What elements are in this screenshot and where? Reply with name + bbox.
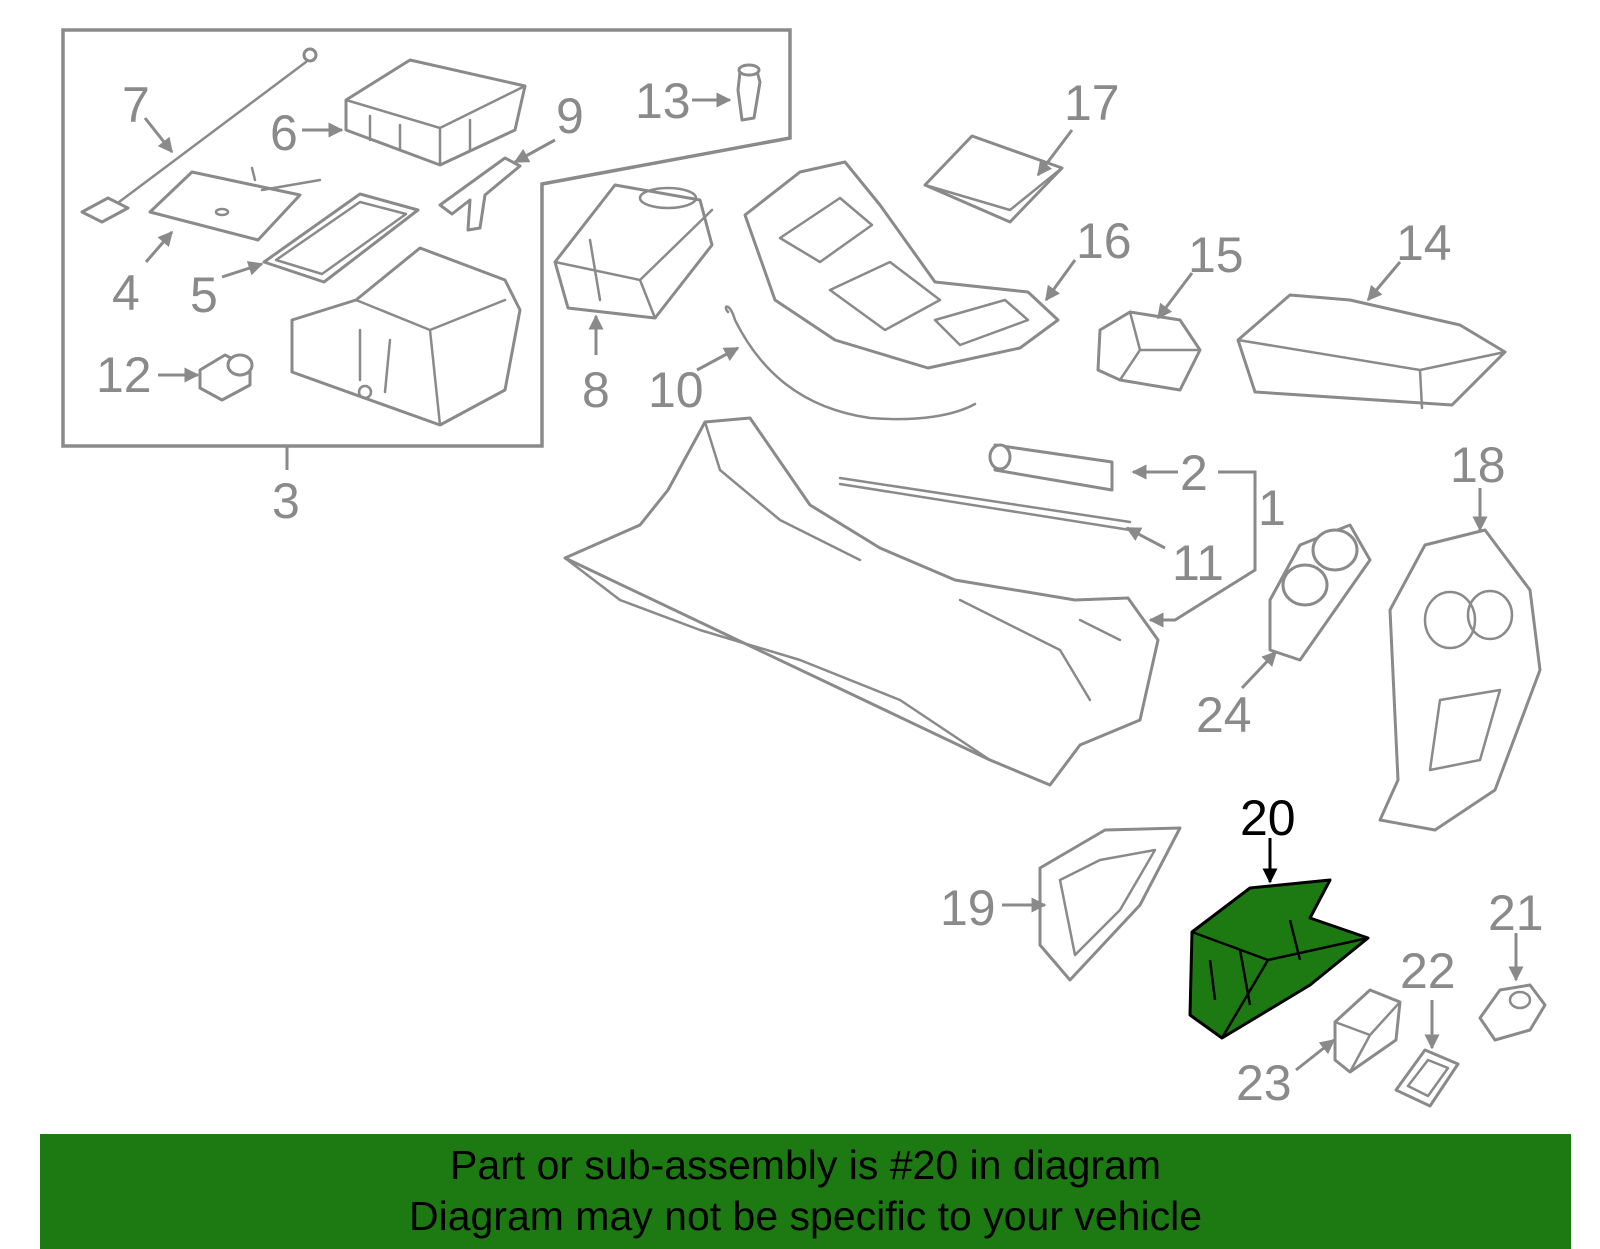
callout-1: 1 — [1258, 480, 1286, 536]
callout-20: 20 — [1240, 790, 1296, 846]
info-banner: Part or sub-assembly is #20 in diagram D… — [40, 1134, 1571, 1249]
part-7-cable — [80, 47, 318, 224]
part-12-knob — [198, 353, 254, 402]
part-16-bezel — [743, 160, 1060, 370]
part-22-button — [1394, 1048, 1460, 1108]
callout-12: 12 — [96, 347, 152, 403]
part-11-strip — [838, 476, 1132, 532]
callout-11: 11 — [1172, 535, 1224, 591]
part-10-trim-strip — [724, 305, 977, 421]
part-4-pad — [148, 166, 322, 242]
callout-9: 9 — [556, 88, 584, 144]
part-20-highlighted-assembly — [1188, 878, 1370, 1040]
callout-24: 24 — [1196, 687, 1252, 743]
callout-10: 10 — [648, 362, 704, 418]
part-19-trim-panel — [1038, 826, 1182, 982]
part-18-stack-bezel — [1378, 528, 1542, 832]
callout-16: 16 — [1076, 213, 1132, 269]
callout-2: 2 — [1180, 445, 1208, 501]
part-24-vent — [1268, 523, 1372, 662]
part-5-mat — [262, 192, 420, 284]
parts-diagram: 7 6 13 9 4 5 12 3 8 10 17 16 15 14 2 1 1… — [61, 28, 1547, 1111]
banner-line-1: Part or sub-assembly is #20 in diagram — [450, 1142, 1161, 1188]
callout-17: 17 — [1064, 75, 1120, 131]
part-2-hinge-rod — [988, 443, 1114, 492]
callout-3: 3 — [272, 473, 300, 529]
callout-5: 5 — [190, 267, 218, 323]
part-8-cupholder — [553, 183, 714, 320]
callout-15: 15 — [1188, 227, 1244, 283]
part-23-switch — [1333, 988, 1402, 1074]
callout-21: 21 — [1488, 885, 1544, 941]
part-17-lid — [923, 134, 1064, 224]
part-6-module — [344, 58, 527, 167]
part-9-bracket — [438, 156, 522, 232]
group-box-3 — [61, 28, 792, 448]
callout-18: 18 — [1450, 437, 1506, 493]
callout-19: 19 — [940, 880, 996, 936]
callout-23: 23 — [1236, 1055, 1292, 1111]
callout-13: 13 — [635, 73, 691, 129]
part-14-armrest — [1236, 293, 1507, 410]
part-21-knob — [1478, 983, 1547, 1042]
part-3-storage-tray — [290, 246, 522, 427]
banner-line-2: Diagram may not be specific to your vehi… — [408, 1193, 1202, 1239]
part-15-latch — [1096, 310, 1202, 392]
callout-7: 7 — [122, 77, 150, 133]
part-13-clip — [736, 63, 762, 122]
callout-22: 22 — [1400, 943, 1456, 999]
callout-6: 6 — [270, 105, 298, 161]
callout-14: 14 — [1396, 215, 1452, 271]
callout-8: 8 — [582, 362, 610, 418]
callout-4: 4 — [112, 265, 140, 321]
part-1-console-body — [563, 416, 1160, 787]
